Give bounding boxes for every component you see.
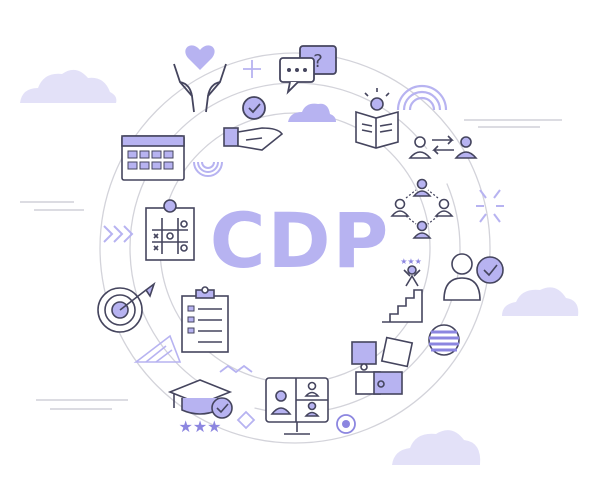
arc-small-icon xyxy=(193,161,223,177)
heart-in-hands-icon xyxy=(173,45,227,113)
dash-lines xyxy=(20,119,562,410)
chevrons-right-icon xyxy=(103,225,134,243)
user-verified-icon xyxy=(443,253,504,301)
checkmark-circle-icon xyxy=(242,96,266,120)
diamond-icon xyxy=(236,410,256,430)
puzzle-pieces-icon xyxy=(351,336,414,395)
chat-bubbles-icon: ? xyxy=(279,45,337,95)
radio-dot-icon xyxy=(336,414,356,434)
tic-tac-toe-board-icon xyxy=(145,199,195,261)
zigzag-icon xyxy=(219,364,253,374)
plus-icon xyxy=(243,60,261,78)
cloud-bottom-right xyxy=(392,430,481,465)
svg-text:?: ? xyxy=(313,51,323,72)
triangle-icon xyxy=(133,334,182,363)
cloud-top-left xyxy=(20,69,117,103)
striped-circle-icon xyxy=(428,324,460,356)
svg-text:★★★: ★★★ xyxy=(400,257,422,266)
team-network-icon xyxy=(390,178,454,239)
cloud-right xyxy=(502,287,579,316)
people-exchange-icon xyxy=(408,135,478,159)
handshake-offer-icon xyxy=(223,127,284,151)
svg-text:★★★: ★★★ xyxy=(178,417,221,436)
sparkle-burst-icon xyxy=(476,189,504,223)
target-arrow-icon xyxy=(97,281,156,333)
rating-stars-icon: ★★★ xyxy=(178,417,221,436)
graduation-cap-icon xyxy=(167,379,233,419)
success-stairs-icon: ★★★ xyxy=(382,257,423,323)
calendar-icon xyxy=(121,135,185,181)
video-conference-icon xyxy=(265,377,329,435)
cloud-icon xyxy=(288,103,336,122)
arc-rainbow-icon xyxy=(396,84,448,111)
clipboard-checklist-icon xyxy=(181,286,229,353)
open-book-lightbulb-icon xyxy=(355,88,399,149)
